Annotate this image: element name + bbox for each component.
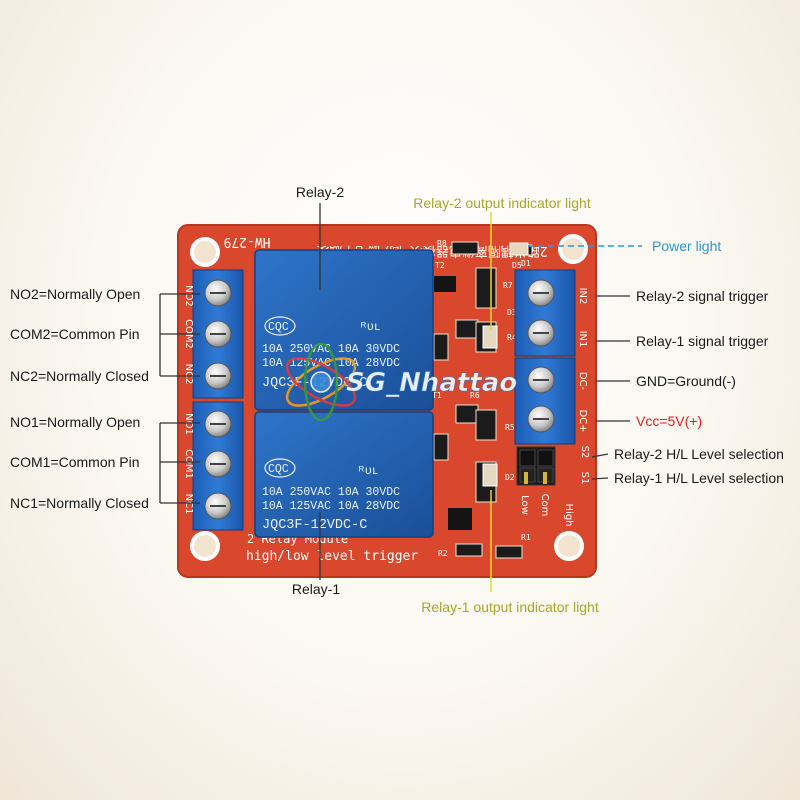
pin-in2: IN2	[577, 288, 588, 305]
comp-r8: R8	[437, 239, 447, 248]
comp-r2: R2	[438, 549, 448, 558]
relay-1: CQC ᴿᴜʟ 10A 250VAC 10A 30VDC 10A 125VAC …	[254, 411, 434, 538]
board-model: HW-279	[224, 234, 271, 249]
label-nc2: NC2=Normally Closed	[10, 368, 149, 384]
comp-t1: T1	[432, 391, 442, 400]
callout-labels: Relay-2 Relay-1 Relay-2 output indicator…	[10, 184, 784, 615]
ul-mark: ᴿᴜʟ	[360, 321, 381, 334]
relay2-led	[482, 325, 498, 349]
label-relay1: Relay-1	[292, 581, 340, 597]
power-led	[509, 242, 529, 256]
pin-nc2: NC2	[183, 364, 194, 385]
transistor-t1	[448, 508, 472, 530]
svg-text:CQC: CQC	[268, 321, 289, 334]
pin-s2: S2	[579, 446, 590, 459]
label-no2: NO2=Normally Open	[10, 286, 140, 302]
comp-r5: R5	[505, 423, 515, 432]
label-nc1: NC1=Normally Closed	[10, 495, 149, 511]
pin-s1: S1	[579, 472, 590, 485]
label-in1: Relay-1 signal trigger	[636, 333, 769, 349]
ul-mark: ᴿᴜʟ	[358, 465, 379, 478]
watermark: SG_Nhattao	[285, 342, 517, 422]
pin-nc1: NC1	[183, 494, 194, 515]
label-s2: Relay-2 H/L Level selection	[614, 446, 784, 462]
comp-r4: R4	[507, 333, 517, 342]
label-power-light: Power light	[652, 238, 721, 254]
pcb-board: 2路光耦隔离继电器模块 高/低电平触发 HW-279 2 Relay Modul…	[177, 224, 597, 578]
label-s1: Relay-1 H/L Level selection	[614, 470, 784, 486]
comp-r6: R6	[470, 391, 480, 400]
label-relay1-indicator: Relay-1 output indicator light	[421, 599, 599, 615]
relay1-model: JQC3F-12VDC-C	[262, 518, 367, 533]
comp-d3: D3	[507, 308, 517, 317]
comp-d1: D1	[521, 259, 531, 268]
pin-in1: IN1	[577, 331, 588, 348]
label-in2: Relay-2 signal trigger	[636, 288, 769, 304]
jumper-low: Low	[519, 495, 530, 515]
label-com2: COM2=Common Pin	[10, 326, 140, 342]
relay1-spec-line1: 10A 250VAC 10A 30VDC	[262, 486, 400, 499]
watermark-text: SG_Nhattao	[346, 368, 517, 398]
relay1-led	[482, 463, 498, 487]
jumper-com: Com	[539, 494, 550, 517]
relay2-spec-line2: 10A 125VAC 10A 28VDC	[262, 357, 400, 370]
comp-t2: T2	[435, 261, 445, 270]
pin-dc-plus: DC+	[577, 409, 588, 432]
level-select-jumpers[interactable]	[516, 446, 556, 486]
label-no1: NO1=Normally Open	[10, 414, 140, 430]
transistor-t2	[434, 276, 456, 292]
svg-text:CQC: CQC	[268, 463, 289, 476]
cqc-logo: CQC	[264, 458, 296, 478]
mounting-hole	[190, 234, 588, 561]
label-com1: COM1=Common Pin	[10, 454, 140, 470]
comp-r1: R1	[521, 533, 531, 542]
atom-logo-icon	[285, 342, 357, 422]
label-relay2: Relay-2	[296, 184, 344, 200]
label-vcc: Vcc=5V(+)	[636, 413, 702, 429]
pin-dc-minus: DC-	[577, 372, 588, 391]
cqc-logo: CQC	[264, 316, 296, 336]
comp-d2: D2	[505, 473, 515, 482]
pin-no1: NO1	[183, 413, 194, 435]
relay2-spec-line1: 10A 250VAC 10A 30VDC	[262, 343, 400, 356]
comp-d5: D5	[512, 261, 522, 270]
jumper-high: High	[563, 504, 574, 527]
left-terminal-block-1	[192, 401, 244, 531]
board-bottom-line2: high/low level trigger	[246, 549, 418, 564]
leader-lines	[159, 203, 642, 592]
relay-2: CQC ᴿᴜʟ 10A 250VAC 10A 30VDC 10A 125VAC …	[254, 249, 434, 411]
left-terminal-block-2	[192, 269, 244, 399]
label-relay2-indicator: Relay-2 output indicator light	[413, 195, 591, 211]
pin-com1: COM1	[183, 449, 194, 479]
right-terminal-block-signal	[514, 269, 576, 357]
relay1-spec-line2: 10A 125VAC 10A 28VDC	[262, 500, 400, 513]
label-gnd: GND=Ground(-)	[636, 373, 736, 389]
pin-no2: NO2	[183, 285, 194, 307]
comp-r7: R7	[503, 281, 513, 290]
right-terminal-block-power	[514, 357, 576, 445]
